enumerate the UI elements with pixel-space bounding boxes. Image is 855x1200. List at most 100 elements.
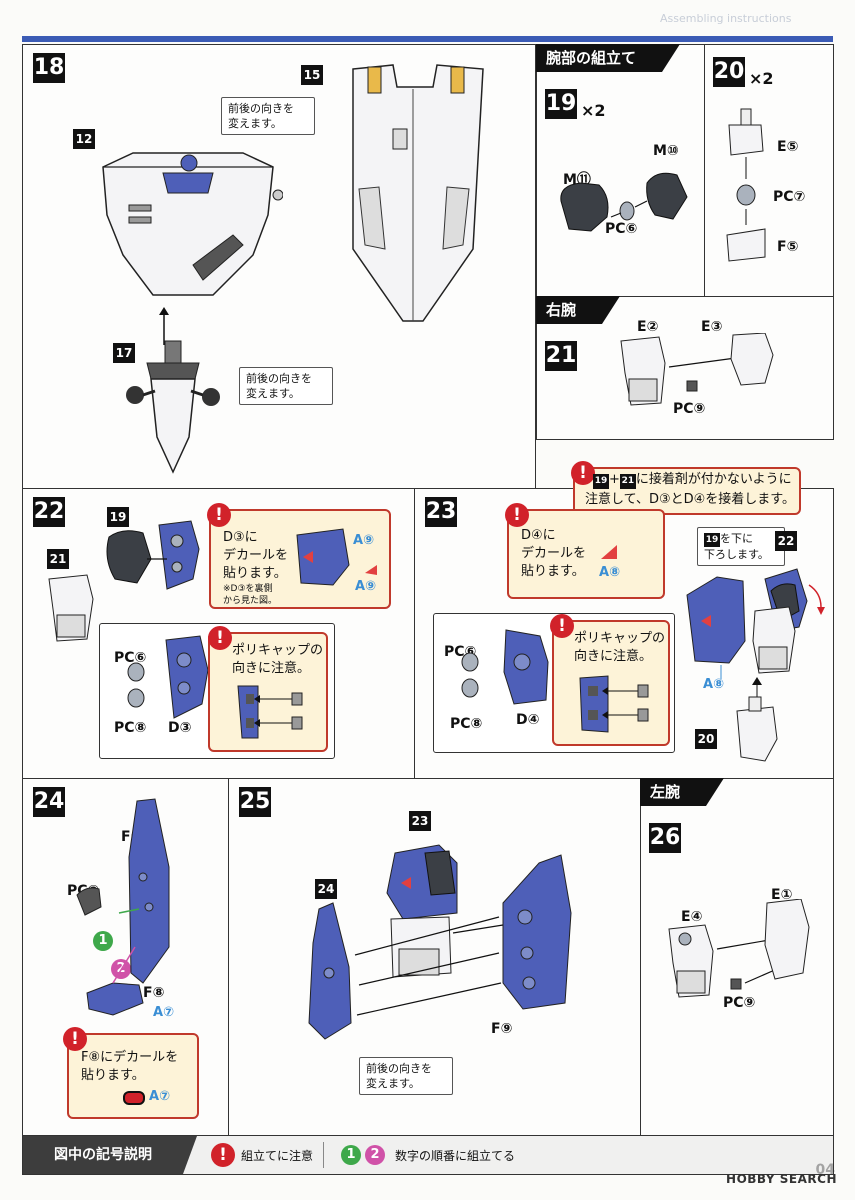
- step-number: 18: [33, 53, 65, 83]
- part-tag-24: 24: [315, 879, 337, 899]
- orientation-note-top: 前後の向きを 変えます。: [221, 97, 315, 135]
- caution-icon: !: [208, 626, 232, 650]
- order-number-1: 1: [93, 931, 113, 951]
- part-tag-19: 19: [593, 474, 609, 489]
- label-e3: E③: [701, 319, 723, 335]
- step-20-panel: 20 ×2 E⑤ PC⑦ F⑤: [704, 44, 834, 298]
- step23-assembly-illustration: [686, 568, 825, 762]
- legend-caution-text: 組立てに注意: [241, 1149, 314, 1163]
- note-line2: 下ろします。: [704, 548, 769, 561]
- decal-note: ※D③を裏側 から見た図。: [223, 584, 278, 606]
- step-number: 22: [33, 497, 65, 527]
- upper-arm-illustration: [620, 333, 774, 406]
- label-a9-top: A⑨: [353, 533, 375, 548]
- step-24-panel: 24 F⑦ PC② F⑧ A⑦ 1 2 ! F⑧にデカールを 貼ります。 A⑦: [22, 778, 230, 1136]
- step-25-panel: 25 23 24 F⑨ 前後の向きを 変えます。: [228, 778, 642, 1136]
- label-a7: A⑦: [153, 1005, 175, 1020]
- orientation-note: 前後の向きを 変えます。: [359, 1057, 453, 1095]
- decal-line1: D④に: [521, 528, 556, 543]
- label-f9: F⑨: [491, 1021, 513, 1037]
- caution-icon: !: [207, 503, 231, 527]
- step-number: 24: [33, 787, 65, 817]
- caution-icon: !: [505, 503, 529, 527]
- part-tag-21: 21: [47, 549, 69, 569]
- decal-sticker-icon: [365, 565, 377, 575]
- decal-line2: デカールを: [521, 546, 587, 561]
- part-tag-21: 21: [619, 474, 636, 489]
- multiplier: ×2: [581, 101, 606, 120]
- polycap-text: ポリキャップの 向きに注意。: [574, 631, 666, 664]
- left-arm-title: 左腕: [640, 778, 724, 806]
- forearm-armor-illustration: [76, 798, 170, 1016]
- polycap-orientation-illustration: [237, 685, 303, 739]
- label-d3: D③: [168, 720, 192, 736]
- note-rest: を下に: [720, 532, 753, 545]
- polycap-warning: ! ポリキャップの 向きに注意。: [550, 614, 670, 746]
- step-number: 19: [545, 89, 577, 119]
- label-a9-bottom: A⑨: [355, 579, 377, 594]
- legend-footer: 図中の記号説明 ! 組立てに注意 1 2 数字の順番に組立てる: [22, 1135, 834, 1175]
- step-18-panel: 18 12 15 17 前後の向きを 変えます。 前後の向きを 変えます。: [22, 44, 536, 490]
- label-e5: E⑤: [777, 139, 799, 155]
- arrow-17-to-12: [159, 307, 169, 345]
- part-tag-15: 15: [301, 65, 323, 85]
- part-tag-19: 19: [704, 533, 720, 547]
- label-a7-decal: A⑦: [149, 1089, 171, 1104]
- polycap-text: ポリキャップの 向きに注意。: [232, 643, 324, 676]
- orientation-note-bottom: 前後の向きを 変えます。: [239, 367, 333, 405]
- decal-line1: F⑧にデカールを: [81, 1050, 179, 1065]
- glue-line1-rest: に接着剤が付かないように: [635, 472, 792, 487]
- label-pc9: PC⑨: [723, 995, 756, 1011]
- page-corner-title: Assembling instructions: [660, 12, 792, 25]
- right-arm-title: 右腕: [536, 296, 620, 324]
- decal-line2: 貼ります。: [81, 1068, 145, 1083]
- step-26-panel: 左腕 26 E④ E① PC⑨: [640, 778, 834, 1136]
- decal-warning-f8: ! F⑧にデカールを 貼ります。 A⑦: [63, 1027, 199, 1119]
- label-pc9: PC⑨: [673, 401, 706, 417]
- waist-part-illustration: [102, 152, 283, 296]
- caution-icon: !: [211, 1143, 235, 1167]
- part-tag-23: 23: [409, 811, 431, 831]
- decal-sticker-icon: [601, 545, 617, 559]
- caution-icon: !: [550, 614, 574, 638]
- decal-part-illustration: [296, 528, 350, 586]
- step-number: 23: [425, 497, 457, 527]
- legend-title: 図中の記号説明: [23, 1136, 197, 1174]
- polycap-orientation-illustration: [579, 675, 649, 733]
- polycap-detail-panel: PC⑥ PC⑧ D④ ! ポリキャップの 向きに注意。: [433, 613, 675, 753]
- part-tag-19: 19: [107, 507, 129, 527]
- step-number: 26: [649, 823, 681, 853]
- step22-assembly-illustration: [48, 520, 200, 642]
- legend-divider: [323, 1142, 324, 1168]
- decal-warning-d3: ! D③に デカールを 貼ります。 ※D③を裏側 から見た図。 A⑨ A⑨: [207, 503, 391, 609]
- label-a8-main: A⑧: [703, 677, 725, 692]
- decal-line3: 貼ります。: [223, 566, 287, 581]
- label-f8: F⑧: [143, 985, 165, 1001]
- glue-line2: 注意して、D③とD④を接着します。: [585, 492, 795, 507]
- step-number: 20: [713, 57, 745, 87]
- part-tag-12: 12: [73, 129, 95, 149]
- step-number: 21: [545, 341, 577, 371]
- arm-section-title: 腕部の組立て: [536, 44, 680, 72]
- polycap-d4-illustration: [461, 629, 549, 705]
- label-m10: M⑩: [653, 143, 679, 159]
- legend-number-2: 2: [365, 1145, 385, 1165]
- caution-icon: !: [63, 1027, 87, 1051]
- page-number: 04: [815, 1162, 835, 1178]
- label-a8: A⑧: [599, 565, 621, 580]
- decal-sticker-icon: [123, 1091, 145, 1105]
- polycap-warning: ! ポリキャップの 向きに注意。: [208, 626, 328, 752]
- decal-line2: デカールを: [223, 548, 289, 563]
- decal-line1: D③に: [223, 530, 258, 545]
- elbow-joint-illustration: [726, 108, 766, 262]
- part-tag-20: 20: [695, 729, 717, 749]
- label-f5: F⑤: [777, 239, 799, 255]
- label-pc7: PC⑦: [773, 189, 806, 205]
- caution-icon: !: [571, 461, 595, 485]
- plus-sign: +: [609, 472, 620, 487]
- label-e1: E①: [771, 887, 793, 903]
